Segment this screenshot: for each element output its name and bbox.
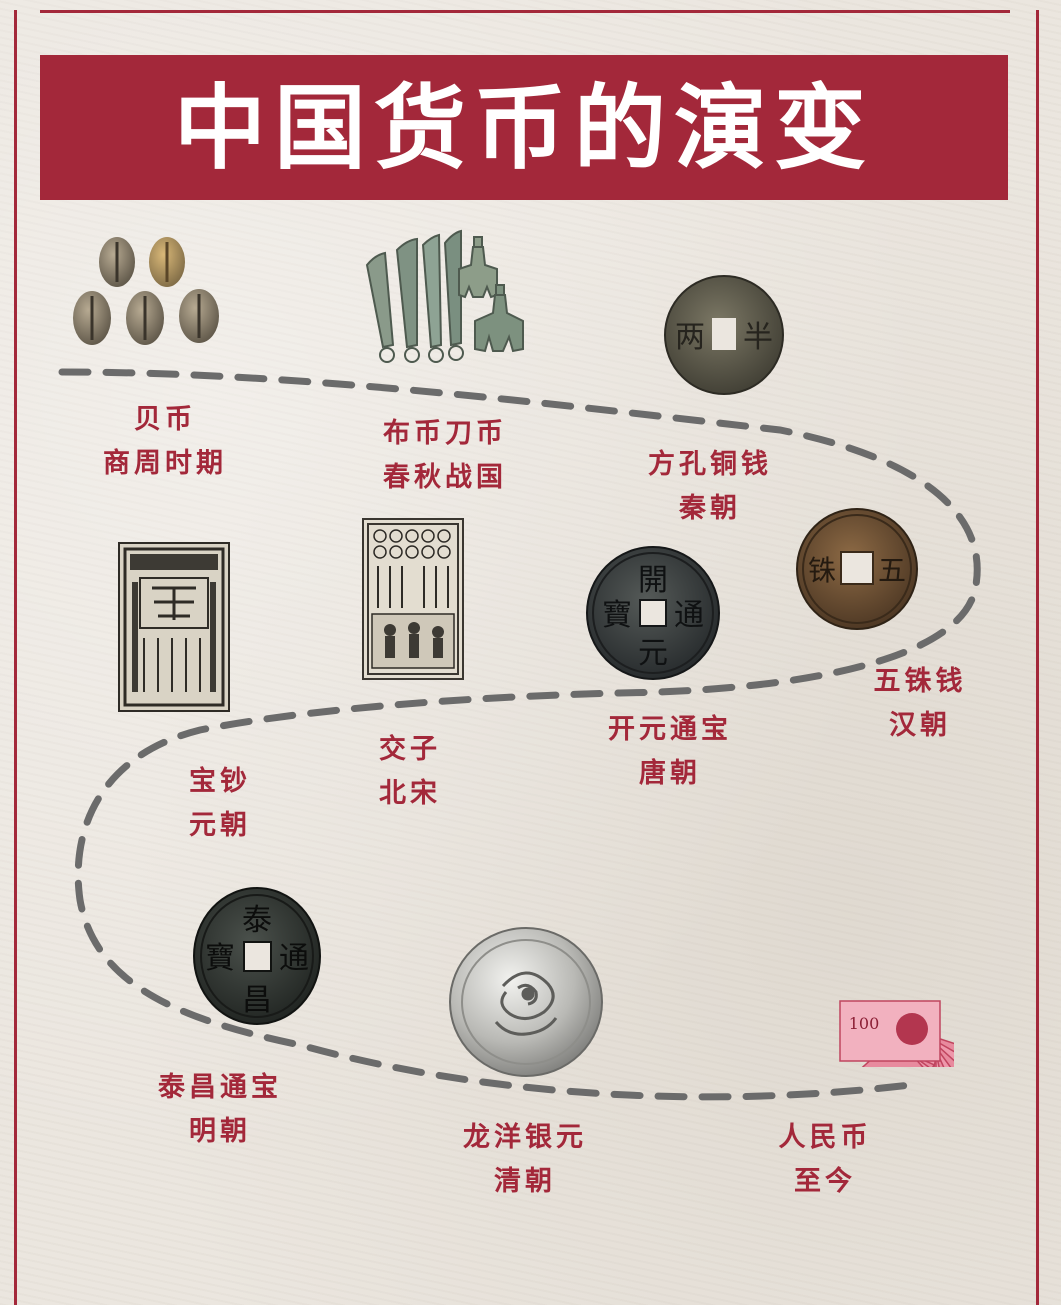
title-banner: 中国货币的演变	[40, 55, 1008, 200]
dragon-icon	[494, 971, 558, 1036]
item-name: 龙洋银元	[463, 1122, 587, 1153]
knife-coin	[395, 237, 420, 363]
kaiyuan-coin-image: 開 元 通 寶	[586, 546, 720, 680]
item-period: 春秋战国	[383, 462, 507, 493]
dragon-silver-dollar-image	[449, 927, 603, 1077]
square-hole-coin-image: 两 半	[664, 275, 784, 395]
item-period: 北宋	[379, 778, 441, 809]
coin-glyph: 昌	[242, 983, 272, 1018]
label-spade-knife-money: 布币刀币 春秋战国	[360, 412, 530, 500]
baochao-note-image	[118, 542, 230, 712]
label-taichang-coin: 泰昌通宝 明朝	[140, 1066, 300, 1154]
item-period: 商周时期	[103, 448, 227, 479]
coin-glyph: 泰	[242, 903, 272, 938]
coin-glyph: 通	[279, 941, 309, 976]
renminbi-fan-image: 100	[761, 1000, 954, 1067]
item-name: 交子	[379, 734, 441, 765]
item-name: 贝币	[134, 404, 196, 435]
label-renminbi: 人民币 至今	[750, 1116, 900, 1204]
item-name: 宝钞	[189, 766, 251, 797]
label-shell-money: 贝币 商周时期	[80, 398, 250, 486]
knife-coin	[421, 233, 444, 363]
frame-top-border	[40, 10, 1010, 13]
spade-knife-money-image	[365, 229, 524, 363]
frame-left-border	[14, 10, 17, 1305]
item-period: 唐朝	[639, 758, 701, 789]
item-period: 汉朝	[889, 710, 951, 741]
cowrie-shell	[73, 291, 111, 345]
item-name: 开元通宝	[608, 714, 732, 745]
jiaozi-note-image	[362, 518, 464, 680]
label-baochao-note: 宝钞 元朝	[150, 760, 290, 848]
label-square-hole-coin: 方孔铜钱 秦朝	[625, 443, 795, 531]
item-period: 明朝	[189, 1116, 251, 1147]
spade-coin	[474, 284, 524, 353]
label-kaiyuan-coin: 开元通宝 唐朝	[590, 708, 750, 796]
label-wuzhu-coin: 五铢钱 汉朝	[845, 660, 995, 748]
cowrie-shell	[126, 291, 164, 345]
wuzhu-coin-image: 铢 五	[796, 508, 918, 630]
item-name: 泰昌通宝	[158, 1072, 282, 1103]
coin-glyph: 五	[878, 554, 906, 587]
knife-coin	[443, 229, 464, 361]
item-period: 至今	[794, 1166, 856, 1197]
coin-glyph: 寶	[205, 941, 235, 976]
coin-glyph: 通	[674, 598, 704, 633]
cowrie-shell	[179, 289, 219, 343]
coin-glyph: 寶	[602, 598, 632, 633]
coin-glyph: 铢	[808, 554, 836, 587]
portrait-icon	[896, 1013, 928, 1045]
coin-glyph: 開	[638, 563, 668, 598]
frame-right-border	[1036, 10, 1039, 1305]
item-name: 人民币	[778, 1122, 872, 1153]
item-name: 布币刀币	[383, 418, 507, 449]
item-period: 秦朝	[679, 493, 741, 524]
coin-glyph: 元	[638, 636, 668, 671]
coin-glyph: 两	[675, 320, 705, 355]
spade-coin	[458, 236, 498, 299]
denomination-label: 100	[849, 1014, 880, 1033]
item-name: 方孔铜钱	[648, 449, 772, 480]
cowrie-shell	[99, 237, 135, 287]
coin-glyph: 半	[743, 320, 773, 355]
item-period: 元朝	[189, 810, 251, 841]
cowrie-shell	[149, 237, 185, 287]
knife-coin	[365, 251, 395, 363]
page-title: 中国货币的演变	[173, 73, 874, 182]
item-name: 五铢钱	[873, 666, 967, 697]
label-jiaozi-note: 交子 北宋	[340, 728, 480, 816]
label-dragon-silver-dollar: 龙洋银元 清朝	[440, 1116, 610, 1204]
taichang-coin-image: 泰 昌 通 寶	[193, 887, 321, 1025]
shell-money-image	[73, 237, 219, 345]
item-period: 清朝	[494, 1166, 556, 1197]
